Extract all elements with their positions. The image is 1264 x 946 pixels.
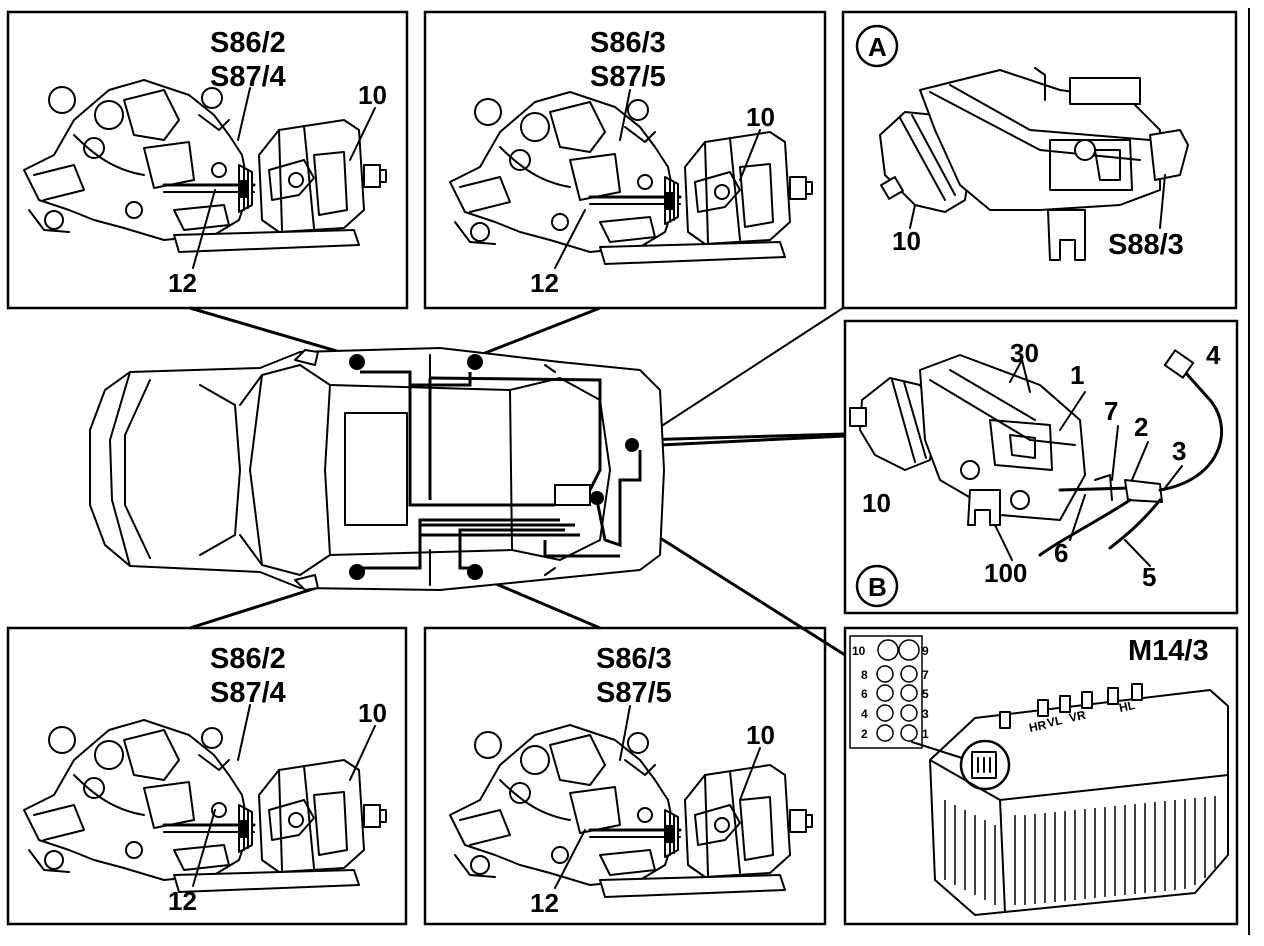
code-label-1: S86/3 bbox=[596, 643, 672, 675]
rod-callout: 12 bbox=[530, 268, 559, 298]
motor-callout: 10 bbox=[358, 80, 387, 110]
svg-text:2: 2 bbox=[861, 727, 868, 741]
svg-text:4: 4 bbox=[861, 707, 868, 721]
svg-text:7: 7 bbox=[922, 668, 929, 682]
svg-text:3: 3 bbox=[922, 707, 929, 721]
svg-text:9: 9 bbox=[922, 644, 929, 658]
callout-2: 2 bbox=[1134, 412, 1148, 442]
motor-callout: 10 bbox=[358, 698, 387, 728]
terminal-posts bbox=[999, 683, 1143, 729]
code-label-2: S87/4 bbox=[210, 61, 286, 93]
motor-callout: 10 bbox=[892, 226, 921, 256]
panel-detail-b-trunk-lock: B 30 1 4 7 2 3 10 6 100 5 bbox=[849, 338, 1224, 608]
code-label-2: S87/5 bbox=[596, 677, 672, 709]
code-label-2: S87/4 bbox=[210, 677, 286, 709]
svg-text:10: 10 bbox=[852, 644, 866, 658]
pin-inset: 10 8 6 4 2 9 7 5 3 1 bbox=[849, 635, 929, 749]
callout-100: 100 bbox=[984, 558, 1027, 588]
wiring-harness bbox=[360, 370, 642, 570]
callout-7: 7 bbox=[1104, 396, 1118, 426]
callout-3: 3 bbox=[1172, 436, 1186, 466]
svg-text:8: 8 bbox=[861, 668, 868, 682]
vehicle-top-view bbox=[89, 347, 665, 591]
callout-6: 6 bbox=[1054, 538, 1068, 568]
code-label-2: S87/5 bbox=[590, 61, 666, 93]
code-label-1: S86/3 bbox=[590, 27, 666, 59]
panel-detail-a-fuel-flap: A 10 S88/3 bbox=[855, 24, 1189, 261]
panel-rear-left-door: S86/3 S87/5 10 12 bbox=[448, 27, 814, 298]
motor-callout: 10 bbox=[746, 720, 775, 750]
switch-callout: S88/3 bbox=[1108, 229, 1184, 261]
motor-callout: 10 bbox=[746, 102, 775, 132]
rod-callout: 12 bbox=[168, 886, 197, 916]
terminal-mark: HR bbox=[1028, 718, 1048, 735]
callout-5: 5 bbox=[1142, 562, 1156, 592]
svg-text:5: 5 bbox=[922, 687, 929, 701]
svg-text:1: 1 bbox=[922, 727, 929, 741]
rod-callout: 12 bbox=[168, 268, 197, 298]
code-label-1: S86/2 bbox=[210, 27, 286, 59]
panel-front-right-door: S86/2 S87/4 10 12 bbox=[22, 643, 388, 916]
callout-10: 10 bbox=[862, 488, 891, 518]
detail-letter: B bbox=[868, 572, 887, 602]
panel-control-module: M14/3 10 8 6 4 2 9 7 5 3 1 bbox=[849, 635, 1229, 916]
panel-front-left-door: S86/2 S87/4 10 12 bbox=[22, 27, 388, 298]
terminal-mark: HL bbox=[1118, 698, 1137, 715]
terminal-mark: VR bbox=[1068, 708, 1088, 725]
svg-text:6: 6 bbox=[861, 687, 868, 701]
rod-callout: 12 bbox=[530, 888, 559, 918]
panel-rear-right-door: S86/3 S87/5 10 12 bbox=[448, 643, 814, 918]
callout-1: 1 bbox=[1070, 360, 1084, 390]
callout-30: 30 bbox=[1010, 338, 1039, 368]
code-label-1: S86/2 bbox=[210, 643, 286, 675]
callout-4: 4 bbox=[1206, 340, 1221, 370]
component-markers bbox=[349, 354, 639, 580]
control-module-location bbox=[554, 484, 591, 506]
module-title: M14/3 bbox=[1128, 635, 1209, 667]
detail-letter: A bbox=[868, 32, 887, 62]
terminal-mark: VL bbox=[1046, 713, 1064, 730]
